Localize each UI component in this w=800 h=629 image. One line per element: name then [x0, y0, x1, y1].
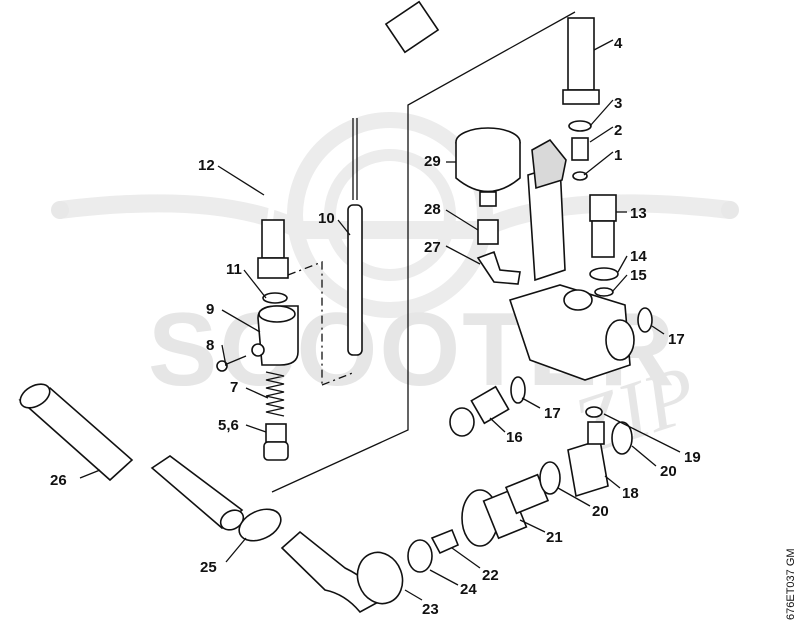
assembly-frame	[271, 11, 576, 493]
o-ring-right	[611, 421, 633, 455]
part-label: 20	[660, 463, 677, 480]
part-label: 27	[424, 239, 441, 256]
washer	[407, 539, 433, 573]
part-label: 12	[198, 157, 215, 174]
part-label: 11	[226, 261, 242, 278]
part-label: 25	[200, 559, 217, 576]
spring	[265, 371, 285, 417]
part-label: 3	[614, 95, 622, 112]
part-label: 9	[206, 301, 214, 318]
part-label: 17	[544, 405, 561, 422]
part-labels: 1 2 3 4 5,6 7 8 9 10 11 12 13 14 15 16 1…	[50, 35, 701, 618]
part-label: 29	[424, 153, 441, 170]
part-label: 2	[614, 122, 622, 139]
o-ring-small	[585, 406, 603, 418]
accumulator	[455, 127, 521, 207]
part-label: 18	[622, 485, 639, 502]
leader-lines	[79, 39, 681, 601]
o-ring-large	[589, 267, 619, 281]
part-label: 22	[482, 567, 499, 584]
banjo-bolt	[449, 385, 510, 437]
part-label: 15	[630, 267, 647, 284]
watermark: SCOOTER ZIP	[51, 112, 739, 472]
fitting	[567, 421, 609, 498]
pressure-hose	[257, 0, 440, 279]
plug	[589, 194, 617, 258]
strainer	[430, 528, 460, 555]
hose-clip	[238, 508, 282, 542]
hose-holder	[251, 305, 299, 366]
part-label: 28	[424, 201, 441, 218]
part-label: 1	[614, 147, 622, 164]
elbow-connector	[280, 530, 404, 614]
nut	[477, 219, 499, 245]
nipple	[461, 473, 550, 547]
part-label: 17	[668, 331, 685, 348]
cable	[347, 118, 363, 356]
part-label: 7	[230, 379, 238, 396]
part-label: 8	[206, 337, 214, 354]
suction-hose	[18, 383, 245, 531]
part-label: 14	[630, 248, 647, 265]
part-label: 10	[318, 210, 335, 227]
part-label: 24	[460, 581, 477, 598]
o-ring-lower	[539, 461, 561, 495]
part-label: 16	[506, 429, 523, 446]
part-label: 20	[592, 503, 609, 520]
valve-stack	[562, 17, 600, 181]
part-label: 13	[630, 205, 647, 222]
pump-body	[508, 138, 635, 381]
part-label: 19	[684, 449, 701, 466]
o-ring-medium	[594, 287, 614, 297]
elbow-fitting	[476, 250, 521, 285]
reference-code: 676ET037 GM	[785, 548, 797, 620]
part-label: 26	[50, 472, 67, 489]
valve	[263, 423, 289, 461]
part-label: 23	[422, 601, 439, 618]
part-label: 5,6	[218, 417, 239, 434]
part-label: 21	[546, 529, 563, 546]
part-label: 4	[614, 35, 623, 52]
o-ring-side	[637, 307, 653, 333]
o-ring	[262, 292, 288, 304]
o-ring-banjo	[510, 376, 526, 404]
